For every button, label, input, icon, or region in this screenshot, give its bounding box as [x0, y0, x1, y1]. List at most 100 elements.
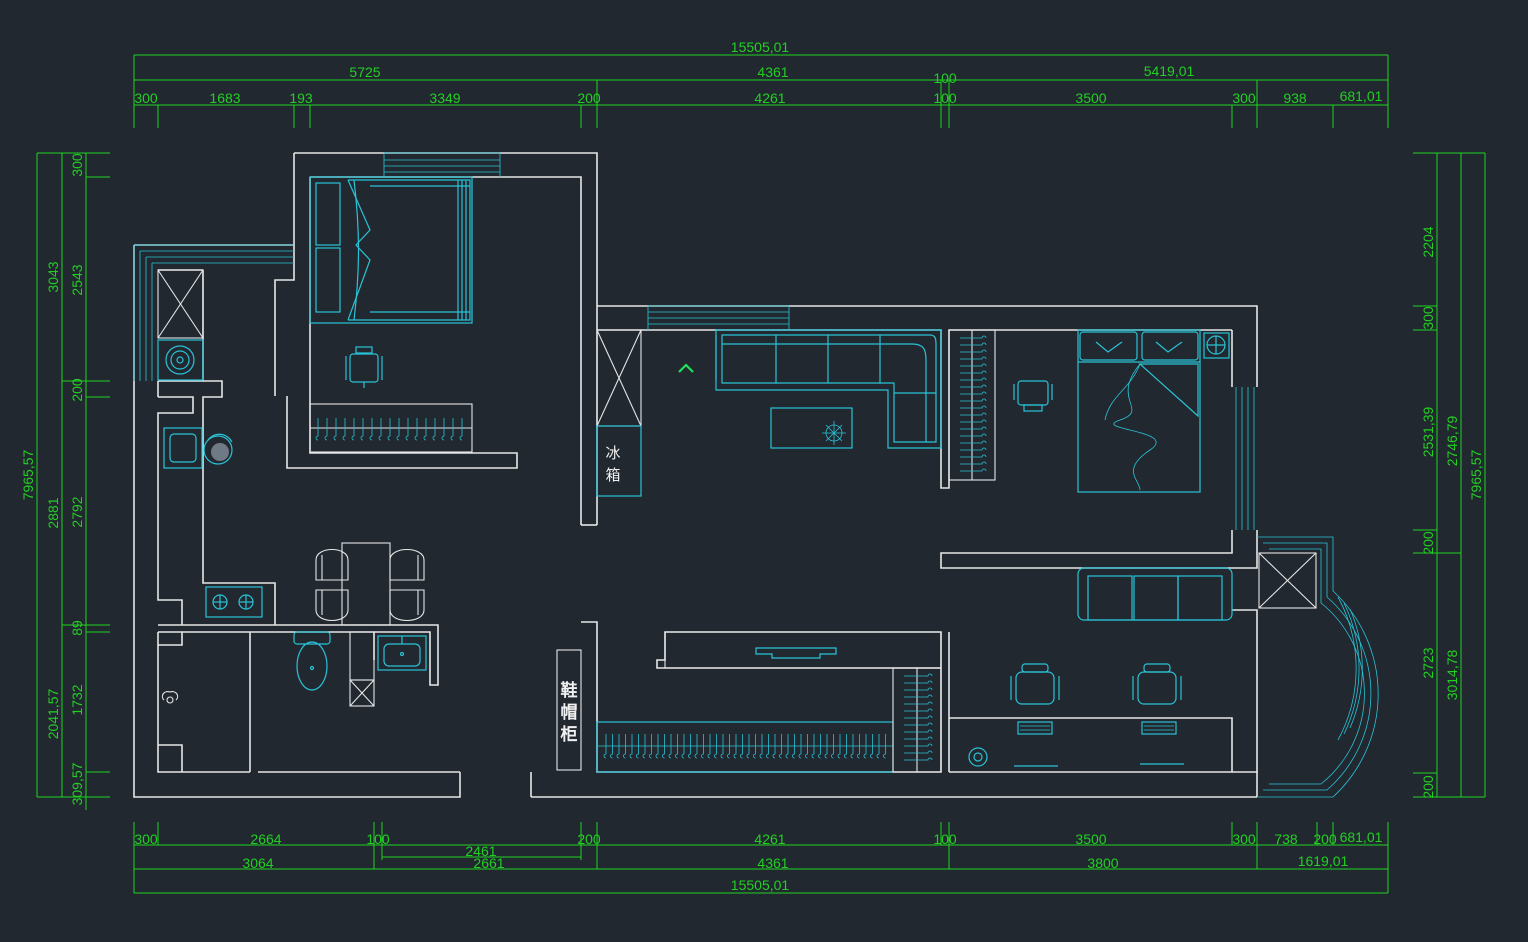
hanger-mark: [675, 734, 678, 759]
hanger-mark: [960, 349, 987, 353]
dim-bottom-detail-6: 100: [933, 831, 957, 847]
hanger-mark: [772, 734, 776, 759]
hanger-mark: [818, 734, 821, 759]
hanger-mark: [904, 694, 933, 698]
hanger-mark: [423, 418, 427, 441]
dim-bottom-mid-2: 2661: [473, 855, 504, 871]
dim-bottom-mid-4: 3800: [1087, 855, 1118, 871]
fridge: 冰 箱: [596, 425, 642, 497]
hanger-mark: [766, 734, 769, 759]
dim-top-mid-4: 5419,01: [1144, 63, 1195, 79]
hanger-mark: [904, 715, 933, 719]
dim-bottom-mid-1: 3064: [242, 855, 273, 871]
hanger-mark: [701, 734, 704, 759]
hanger-mark: [662, 734, 665, 759]
dimension-texts-left: 7965,57 3043 2881 2041,57 300 2543 200 2…: [20, 153, 85, 805]
hanger-mark: [369, 418, 373, 441]
hanger-mark: [405, 418, 409, 441]
dim-top-total: 15505,01: [731, 39, 790, 55]
hanger-mark: [753, 734, 756, 759]
wardrobe-top-left: [309, 403, 473, 453]
chair-top-left: [345, 346, 383, 388]
hanger-mark: [904, 757, 933, 761]
hanger-mark: [857, 734, 860, 759]
dining-set: [315, 542, 425, 626]
toilet: [293, 631, 331, 691]
hanger-mark: [694, 734, 698, 759]
hanger-mark: [681, 734, 685, 759]
hanger-mark: [351, 418, 355, 441]
hanger-mark: [733, 734, 737, 759]
stove: [205, 586, 263, 618]
hanger-mark: [798, 734, 802, 759]
dim-top-mid-2: 4361: [757, 64, 788, 80]
hanger-mark: [960, 356, 987, 360]
hanger-mark: [342, 418, 346, 441]
bed-right: [1077, 329, 1230, 493]
dim-left-mid-2: 2881: [45, 497, 61, 528]
chair-right-bedroom: [1013, 380, 1053, 412]
hanger-mark: [333, 418, 337, 441]
dim-bottom-detail-5: 4261: [754, 831, 785, 847]
hanger-mark: [414, 418, 418, 441]
basin-top-left: [163, 427, 233, 469]
hanger-mark: [727, 734, 730, 759]
dim-left-detail-6: 1732: [69, 684, 85, 715]
dim-left-mid-1: 3043: [45, 261, 61, 292]
dim-top-detail-7: 100: [933, 90, 957, 106]
hanger-mark: [850, 734, 854, 759]
hanger-mark: [432, 418, 436, 441]
hanger-mark: [459, 418, 463, 441]
fridge-label-1: 冰: [605, 444, 620, 462]
hanger-mark: [610, 734, 613, 759]
fridge-label-2: 箱: [605, 466, 620, 484]
dim-right-mid-2: 3014,78: [1444, 649, 1460, 700]
hanger-mark: [960, 342, 987, 346]
storage-boxes: [157, 269, 1317, 707]
hanger-mark: [960, 461, 987, 465]
hanger-mark: [876, 734, 880, 759]
dim-bottom-detail-7: 3500: [1075, 831, 1106, 847]
hanger-mark: [603, 734, 607, 759]
dimension-texts-top: 15505,01 5725 4361 100 5419,01 300 1683 …: [134, 39, 1382, 106]
dim-right-detail-4: 200: [1420, 531, 1436, 555]
dim-bottom-sub: 2461: [465, 843, 496, 859]
dim-left-detail-1: 300: [69, 153, 85, 177]
hanger-mark: [360, 418, 364, 441]
dim-bottom-detail-10: 200: [1313, 831, 1337, 847]
dim-left-total: 7965,57: [20, 449, 36, 500]
hanger-mark: [904, 729, 933, 733]
hanger-mark: [831, 734, 834, 759]
hanger-mark: [441, 418, 445, 441]
dim-left-detail-4: 2792: [69, 496, 85, 527]
dimension-texts-bottom: 300 2664 100 200 4261 100 3500 300 738 2…: [134, 829, 1382, 893]
hanger-mark: [904, 680, 933, 684]
hanger-mark: [904, 722, 933, 726]
hanger-mark: [960, 419, 987, 423]
wardrobe-bottom-vertical: [892, 667, 942, 773]
hanger-mark: [960, 405, 987, 409]
hanger-mark: [655, 734, 659, 759]
hanger-mark: [636, 734, 639, 759]
dim-right-total: 7965,57: [1468, 449, 1484, 500]
hanger-mark: [720, 734, 724, 759]
dim-left-detail-2: 2543: [69, 264, 85, 295]
dim-right-detail-5: 2723: [1420, 647, 1436, 678]
hanger-mark: [315, 418, 319, 441]
bed-top-left: [309, 176, 473, 324]
hanger-mark: [863, 734, 867, 759]
hanger-mark: [960, 363, 987, 367]
hanger-mark: [450, 418, 454, 441]
hanger-mark: [785, 734, 789, 759]
hanger-mark: [616, 734, 620, 759]
hanger-mark: [960, 454, 987, 458]
dim-top-detail-4: 3349: [429, 90, 460, 106]
hanger-mark: [883, 734, 886, 759]
hanger-mark: [960, 398, 987, 402]
shower: [161, 691, 179, 704]
sofa-l: [715, 329, 942, 449]
hanger-mark: [668, 734, 672, 759]
dim-top-detail-1: 300: [134, 90, 158, 106]
hanger-mark: [837, 734, 841, 759]
hanger-mark: [960, 412, 987, 416]
